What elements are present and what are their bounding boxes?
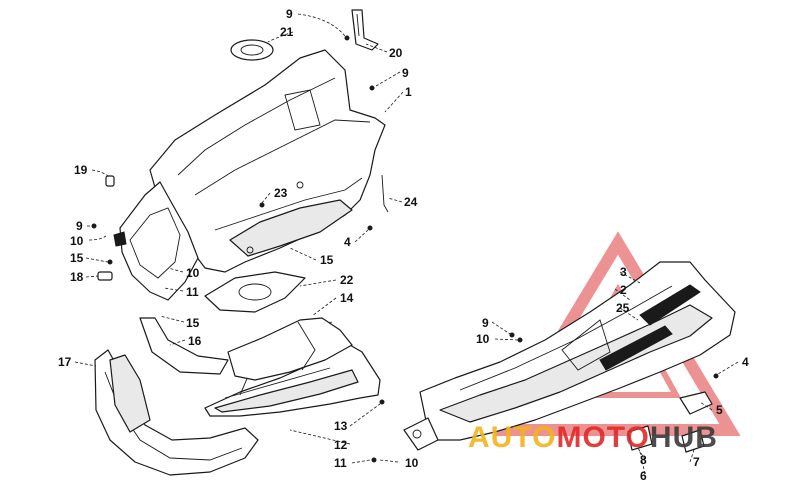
svg-text:AUTOMOTOHUB: AUTOMOTOHUB — [468, 421, 718, 454]
upper-side-panel — [149, 49, 386, 273]
callout-6: 6 — [640, 469, 647, 483]
callout-10-low: 10 — [405, 456, 419, 470]
callout-10-r2: 10 — [476, 332, 490, 346]
watermark-part-moto: MOTO — [556, 421, 649, 454]
callout-labels: 9 21 20 9 1 19 23 24 9 10 4 15 15 10 18 … — [58, 7, 749, 483]
callout-15-low: 15 — [186, 316, 200, 330]
front-bumper — [94, 349, 259, 476]
small-plates — [627, 425, 705, 453]
callout-10-mid: 10 — [186, 266, 200, 280]
callout-4-mid: 4 — [344, 235, 351, 249]
callout-4-right: 4 — [742, 355, 749, 369]
grommet-ring — [230, 39, 274, 61]
watermark-part-hub: HUB — [650, 421, 718, 454]
watermark-wordmark: AUTOMOTOHUB — [468, 421, 718, 454]
callout-1: 1 — [405, 85, 412, 99]
callout-18: 18 — [70, 270, 84, 284]
callout-12: 12 — [334, 438, 348, 452]
callout-11-mid: 11 — [186, 285, 199, 299]
callout-23: 23 — [274, 186, 288, 200]
mounting-bracket — [351, 9, 379, 51]
tab-piece — [679, 391, 713, 415]
callout-25: 25 — [616, 301, 630, 315]
leader-lines — [74, 13, 739, 475]
callout-9-r2: 9 — [482, 316, 489, 330]
side-clip — [105, 175, 115, 187]
callout-2: 2 — [620, 283, 627, 297]
callout-13: 13 — [334, 419, 348, 433]
curved-channel — [139, 317, 229, 375]
callout-9-top: 9 — [286, 7, 293, 21]
callout-19: 19 — [74, 163, 88, 177]
callout-16: 16 — [188, 334, 202, 348]
lower-floor-panel — [204, 317, 381, 417]
callout-8: 8 — [640, 453, 647, 467]
callout-9-right: 9 — [402, 66, 409, 80]
floor-plate — [204, 271, 306, 313]
callout-15-mid: 15 — [320, 253, 334, 267]
callout-9-left: 9 — [76, 219, 83, 233]
callout-20: 20 — [389, 46, 403, 60]
callout-22: 22 — [340, 273, 354, 287]
callout-11-low: 11 — [334, 456, 347, 470]
fastener-screws — [91, 35, 719, 463]
support-rod — [381, 174, 389, 213]
watermark-part-auto: AUTO — [468, 421, 556, 454]
callout-5: 5 — [716, 403, 723, 417]
callout-21: 21 — [280, 25, 294, 39]
left-corner-panel — [97, 181, 199, 301]
callout-3: 3 — [620, 265, 627, 279]
callout-7: 7 — [693, 455, 700, 469]
callout-24: 24 — [404, 195, 418, 209]
callout-15-left: 15 — [70, 251, 84, 265]
callout-14: 14 — [340, 291, 354, 305]
callout-10-left: 10 — [70, 234, 84, 248]
tunnel-assembly — [403, 261, 736, 451]
callout-17: 17 — [58, 355, 72, 369]
